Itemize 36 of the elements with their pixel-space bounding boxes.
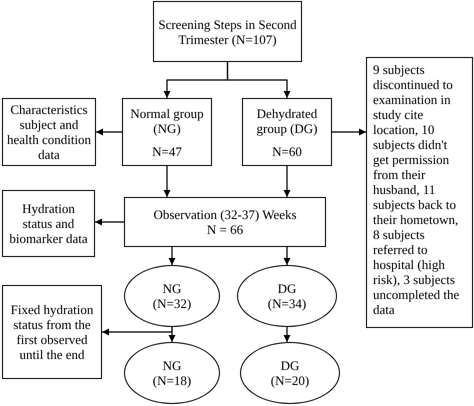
process-box (242, 98, 332, 166)
process-box (2, 285, 102, 379)
node-text: DG (280, 358, 300, 373)
node-text: Screening Steps in Second Trimester (N=107) (157, 16, 298, 46)
node-text: (N=20) (270, 373, 310, 388)
arrow (284, 247, 290, 265)
process-box (2, 190, 95, 257)
node-text: N = 66 (206, 222, 244, 237)
arrow (96, 128, 122, 136)
arrow (164, 166, 170, 197)
process-box (153, 1, 302, 62)
arrow (102, 327, 173, 336)
node-text: NG (162, 358, 182, 373)
process-box (122, 98, 212, 166)
arrow (284, 327, 290, 342)
node-text: (N=34) (268, 296, 306, 311)
node-text: 9 subjects discontinued to examination in study cite location, 10 subjects didn't get permission from their husband, 11 subjects back to their hometown, 8 subjects referred to hospital (high risk), 3 subjects uncompleted the data (373, 62, 460, 317)
node-text: Dehydrated group (DG) (255, 106, 318, 136)
node-text: (N=32) (152, 296, 192, 311)
node-text: DG (278, 281, 296, 296)
node-text: N=47 (152, 144, 182, 158)
node-text: NG (162, 281, 182, 296)
process-box (366, 57, 473, 328)
arrow (332, 128, 366, 136)
node-text: Fixed hydration status from the first observed until the end (10, 302, 94, 362)
node-text: Hydration status and biomarker data (8, 201, 89, 246)
arrow (168, 247, 176, 265)
node-text: Observation (32-37) Weeks (153, 207, 297, 222)
arrow (95, 218, 124, 226)
node-text: (N=18) (152, 373, 192, 388)
node-text: Normal group (NG) (129, 106, 205, 136)
node-text: N=60 (272, 144, 302, 158)
arrow (226, 62, 290, 98)
node-text: Characteristics subject and health condition data (6, 102, 92, 162)
process-box (124, 197, 326, 247)
arrow (284, 166, 290, 197)
